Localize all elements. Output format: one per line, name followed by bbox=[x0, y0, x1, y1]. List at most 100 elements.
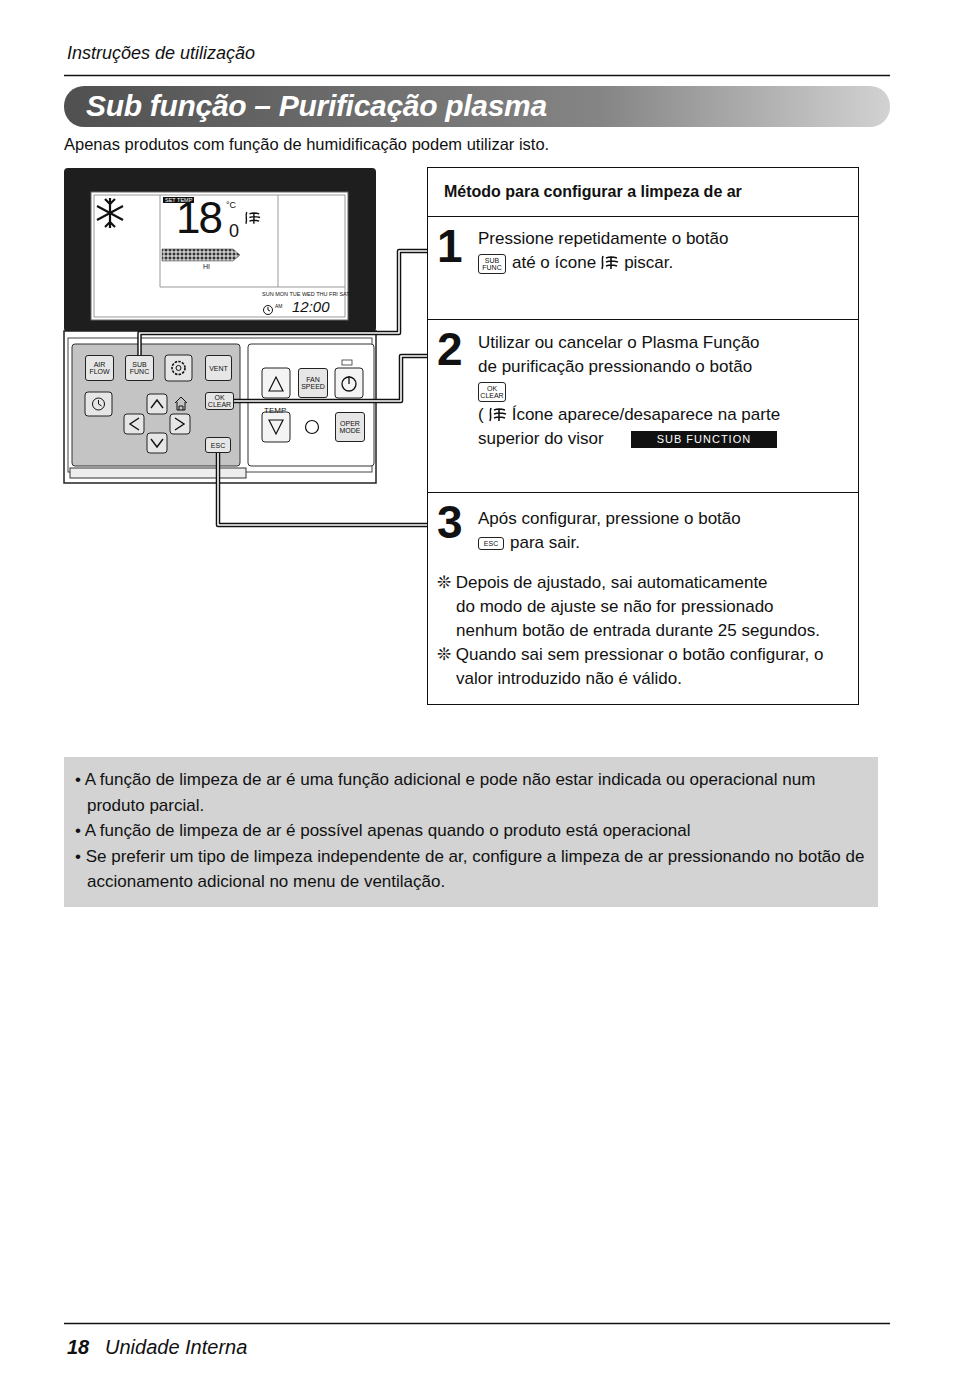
plasma-icon bbox=[490, 408, 506, 421]
leader-line bbox=[234, 356, 428, 401]
button-icon: OK CLEAR bbox=[478, 382, 506, 402]
remote-controller bbox=[97, 206, 123, 220]
page-number: 18 bbox=[67, 1336, 89, 1359]
step-paragraph: Após configurar, pressione o botãoESC par… bbox=[478, 507, 763, 555]
step-notes: ❊ Depois de ajustado, sai automaticament… bbox=[437, 571, 850, 691]
button-label: OPER MODE bbox=[336, 420, 364, 434]
button-icon: ESC bbox=[478, 537, 504, 550]
remote-controller bbox=[85, 392, 112, 416]
leader-line bbox=[140, 251, 429, 355]
remote-controller bbox=[342, 377, 356, 391]
leader-line bbox=[140, 251, 429, 355]
remote-controller bbox=[160, 195, 161, 287]
step-row: 2 Utilizar ou cancelar o Plasma Função de… bbox=[428, 319, 858, 492]
step-number: 3 bbox=[437, 499, 463, 545]
step-number: 2 bbox=[437, 326, 463, 372]
page-title: Sub função – Purificação plasma bbox=[86, 89, 547, 124]
title-band bbox=[64, 86, 890, 127]
step-text: para sair. bbox=[510, 533, 580, 552]
step-text: ( bbox=[478, 405, 484, 424]
remote-controller bbox=[64, 168, 376, 332]
rule-line bbox=[64, 1323, 890, 1324]
remote-controller bbox=[130, 400, 184, 447]
remote-button: AIR FLOW bbox=[85, 355, 114, 381]
remote-button: OPER MODE bbox=[335, 412, 365, 442]
step-number: 1 bbox=[437, 223, 463, 269]
remote-controller bbox=[72, 344, 240, 466]
remote-controller bbox=[160, 287, 345, 288]
table-heading-text: Método para configurar a limpeza de ar bbox=[444, 182, 842, 202]
remote-controller bbox=[110, 199, 115, 204]
step-paragraph: Pressione repetidamente o botãoSUB FUNC a… bbox=[478, 227, 763, 275]
remote-controller bbox=[268, 307, 270, 311]
lcd-unit: °C bbox=[226, 200, 236, 210]
remote-controller bbox=[172, 362, 185, 375]
plasma-icon bbox=[601, 254, 619, 270]
button-label: ESC bbox=[211, 442, 225, 449]
remote-button: SUB FUNC bbox=[125, 355, 154, 381]
step-notes bbox=[788, 571, 850, 597]
leader-line bbox=[218, 453, 428, 525]
remote-button: VENT bbox=[205, 355, 232, 381]
plasma-icon bbox=[602, 256, 618, 269]
remote-controller bbox=[147, 433, 167, 453]
remote-controller bbox=[248, 344, 374, 466]
step-text: até o ícone bbox=[512, 253, 596, 272]
note-item: • A função de limpeza de ar é uma função… bbox=[75, 767, 868, 818]
button-label: FAN SPEED bbox=[299, 376, 327, 390]
lcd-weekdays: SUN MON TUE WED THU FRI SAT bbox=[262, 291, 350, 297]
remote-controller bbox=[165, 355, 192, 381]
note-item: • A função de limpeza de ar é possível a… bbox=[75, 818, 868, 844]
remote-controller bbox=[335, 368, 363, 398]
remote-controller bbox=[110, 222, 115, 227]
remote-controller bbox=[348, 376, 349, 384]
remote-controller bbox=[64, 168, 376, 483]
button-caption: TEMP bbox=[264, 406, 286, 415]
remote-controller bbox=[278, 195, 279, 287]
remote-controller bbox=[97, 206, 123, 220]
remote-controller bbox=[94, 195, 345, 317]
remote-button: OK CLEAR bbox=[205, 392, 234, 410]
remote-button: ESC bbox=[205, 437, 231, 453]
table-heading: Método para configurar a limpeza de ar bbox=[428, 168, 858, 214]
remote-controller bbox=[97, 198, 123, 228]
button-label: AIR FLOW bbox=[86, 361, 113, 375]
step-text: Utilizar ou cancelar o Plasma Função de … bbox=[478, 333, 760, 376]
leader-line bbox=[234, 356, 428, 401]
remote-controller bbox=[175, 397, 187, 410]
remote-controller bbox=[306, 421, 319, 434]
lcd-digits: 0 bbox=[229, 221, 239, 242]
remote-controller bbox=[262, 368, 290, 398]
step-text: Após configurar, pressione o botão bbox=[478, 509, 741, 528]
button-icon: SUB FUNC bbox=[478, 254, 506, 274]
remote-controller bbox=[262, 412, 290, 442]
remote-controller bbox=[269, 377, 283, 434]
step-text: Pressione repetidamente o botão bbox=[478, 229, 728, 248]
remote-controller bbox=[262, 368, 363, 442]
note-box: • A função de limpeza de ar é uma função… bbox=[64, 757, 878, 907]
step-note: ❊ Depois de ajustado, sai automaticament… bbox=[437, 571, 850, 643]
leader-line bbox=[218, 453, 428, 525]
remote-controller bbox=[162, 249, 240, 261]
running-footer: Unidade Interna bbox=[105, 1336, 247, 1359]
leader-line bbox=[218, 453, 428, 525]
remote-controller bbox=[124, 414, 144, 434]
remote-controller bbox=[342, 360, 352, 365]
lcd-digits: 18 bbox=[176, 196, 221, 240]
remote-controller bbox=[124, 394, 190, 453]
plasma-icon bbox=[489, 406, 507, 422]
step-note: ❊ Quando sai sem pressionar o botão conf… bbox=[437, 643, 850, 691]
remote-controller bbox=[264, 306, 273, 315]
step-row: 3 Após configurar, pressione o botãoESC pa… bbox=[428, 492, 858, 703]
button-label: VENT bbox=[209, 365, 228, 372]
lcd-am: AM bbox=[275, 304, 283, 310]
step-row: 1 Pressione repetidamente o botãoSUB FUNC… bbox=[428, 216, 858, 319]
step-text: piscar. bbox=[624, 253, 673, 272]
note-item: • Se preferir um tipo de limpeza indepen… bbox=[75, 844, 868, 895]
remote-controller bbox=[91, 192, 348, 320]
running-header: Instruções de utilização bbox=[67, 43, 255, 64]
step-paragraph: Utilizar ou cancelar o Plasma Função de … bbox=[478, 331, 783, 451]
remote-controller bbox=[176, 366, 181, 371]
intro-text: Apenas produtos com função de humidifica… bbox=[64, 135, 549, 154]
